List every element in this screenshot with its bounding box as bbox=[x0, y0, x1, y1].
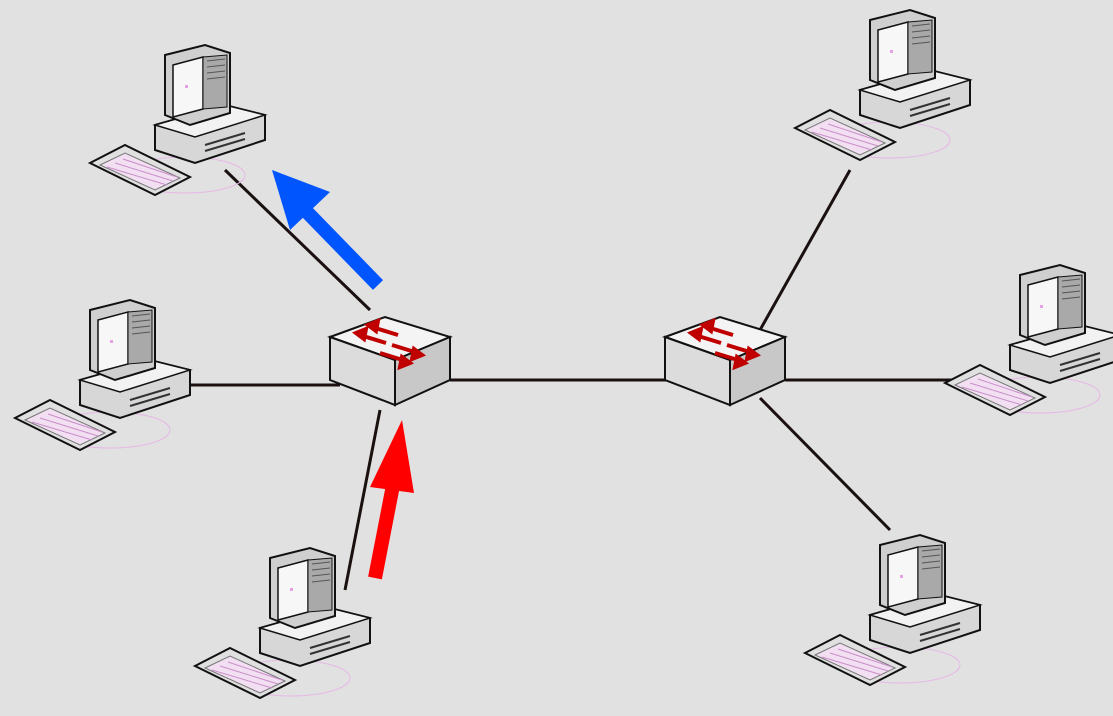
computer-icon bbox=[89, 44, 266, 196]
network-links bbox=[180, 168, 960, 591]
inbound-flow-arrow bbox=[368, 420, 414, 580]
link-switch2-pc4 bbox=[758, 169, 852, 331]
outbound-flow-arrow bbox=[272, 170, 384, 290]
link-switch2-pc6 bbox=[758, 396, 892, 532]
network-switch-icon bbox=[663, 315, 787, 407]
network-switch-icon bbox=[328, 315, 452, 407]
computer-icon bbox=[944, 264, 1113, 416]
computer-icon bbox=[794, 9, 971, 161]
computer-icon bbox=[14, 299, 191, 451]
link-switch1-pc3 bbox=[343, 409, 382, 591]
computer-icon bbox=[804, 534, 981, 686]
computer-icon bbox=[194, 547, 371, 699]
link-switch1-pc1 bbox=[223, 168, 372, 312]
